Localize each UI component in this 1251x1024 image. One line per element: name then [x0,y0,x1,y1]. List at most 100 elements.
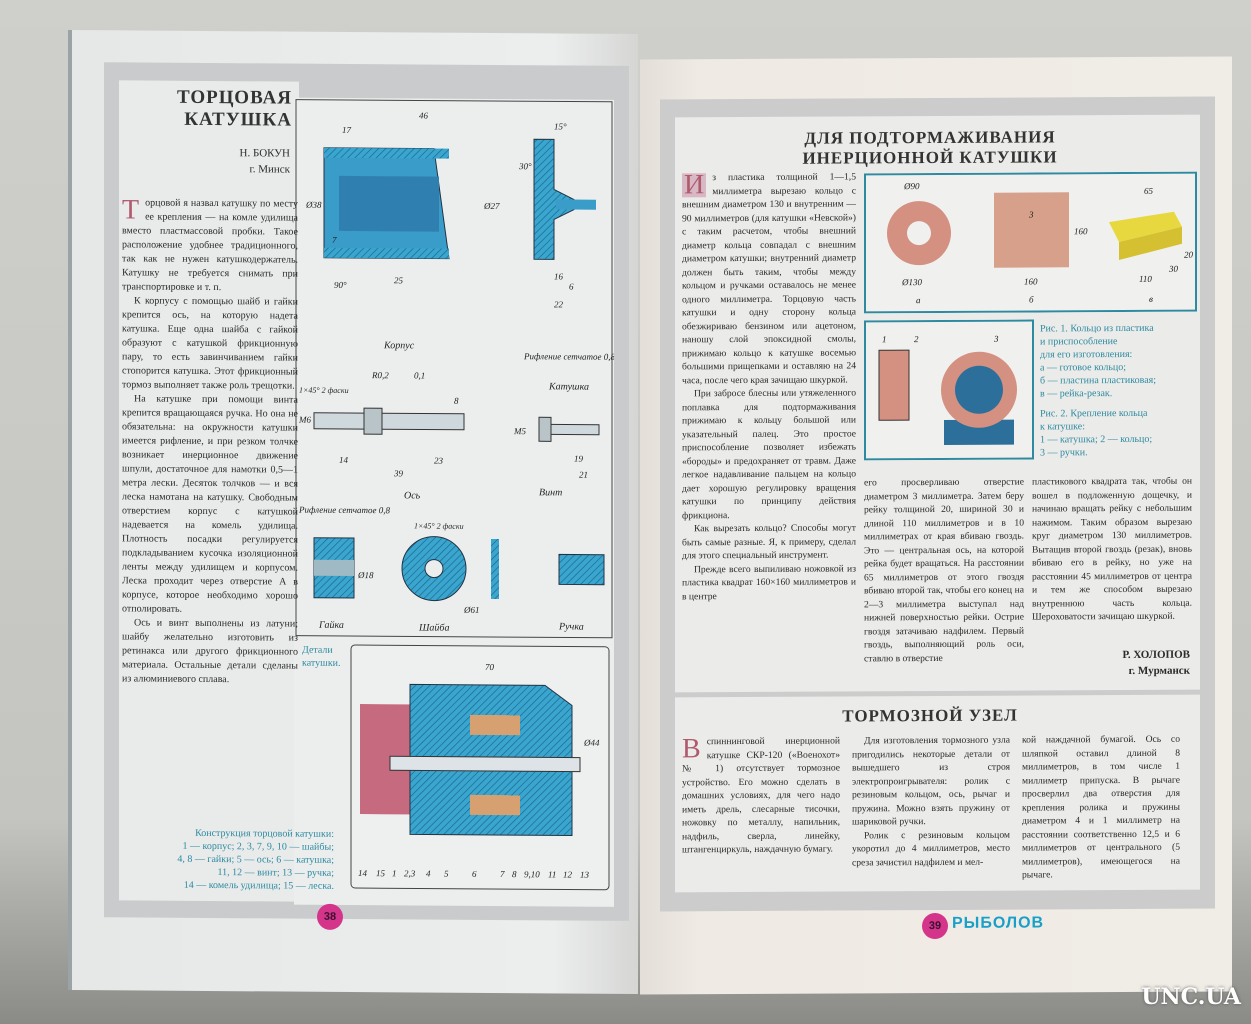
svg-text:M6: M6 [298,415,311,425]
article-body: Т орцовой я назвал катушку по месту ее к… [122,194,298,687]
section2-title: ТОРМОЗНОЙ УЗЕЛ [842,705,1018,726]
ruchka-drawing [558,553,605,586]
svg-text:8: 8 [454,396,459,406]
svg-text:30: 30 [1168,264,1179,274]
svg-text:160: 160 [1074,226,1088,236]
svg-text:16: 16 [554,271,563,281]
svg-text:Ø130: Ø130 [901,277,922,287]
svg-text:3: 3 [1028,209,1034,219]
figure-2: 1 2 3 [864,319,1034,461]
svg-text:4: 4 [426,869,431,879]
magazine-logo: РЫБОЛОВ [952,914,1045,932]
svg-text:25: 25 [394,275,403,285]
right-page: ДЛЯ ПОДТОРМАЖИВАНИЯ ИНЕРЦИОННОЙ КАТУШКИ … [640,56,1232,995]
svg-text:2: 2 [914,334,919,344]
svg-text:8: 8 [512,869,517,879]
author: Р. ХОЛОПОВ [1122,648,1190,662]
page-number: 38 [317,903,343,930]
section2-column-2: Для изготовления тормозного узла пригоди… [852,734,1010,868]
gaika-drawing [313,537,355,599]
label-katushka: Катушка [548,381,589,392]
paragraph: орцовой я назвал катушку по месту ее кре… [122,197,298,294]
cutter-rail [1109,211,1182,243]
svg-text:23: 23 [434,456,443,466]
svg-text:17: 17 [342,125,351,135]
section2-column-3: кой наждачной бумагой. Ось со шляпкой ос… [1022,733,1180,881]
svg-text:6: 6 [569,282,574,292]
svg-text:14: 14 [339,455,348,465]
svg-text:9,10: 9,10 [524,869,540,879]
svg-text:3: 3 [993,334,999,344]
svg-text:2,3: 2,3 [404,868,416,878]
katushka-drawing [533,138,596,260]
svg-text:1: 1 [882,334,887,344]
svg-text:46: 46 [419,110,428,120]
svg-text:21: 21 [579,470,588,480]
svg-text:Ø44: Ø44 [583,738,600,748]
plastic-plate [994,192,1069,268]
paragraph: К корпусу с помощью шайб и гайки крепитс… [122,295,298,392]
paragraph: На катушке при помощи винта крепится вра… [122,393,298,615]
svg-text:22: 22 [554,299,563,309]
svg-text:7: 7 [332,235,337,245]
svg-text:11: 11 [548,869,556,879]
svg-text:Ø38: Ø38 [305,200,322,210]
svg-text:6: 6 [472,869,477,879]
svg-text:5: 5 [444,869,449,879]
svg-text:39: 39 [393,468,403,478]
label-chamfer-2: 1×45° 2 фаски [414,521,464,530]
label-shaiba: Шайба [418,622,449,633]
label-vint: Винт [539,487,562,498]
label-chamfer: 1×45° 2 фаски [299,386,349,395]
svg-text:1: 1 [392,868,396,878]
author: Н. БОКУН [239,147,290,160]
svg-text:15: 15 [376,868,385,878]
watermark: UNC.UA [1141,984,1241,1010]
svg-text:90°: 90° [334,280,347,290]
svg-text:20: 20 [1184,250,1194,260]
article-column-1: И з пластика толщиной 1—1,5 миллиметра в… [682,169,856,602]
paragraph: Ось и винт выполнены из латуни; шайбу же… [122,617,298,686]
svg-text:7: 7 [500,869,505,879]
label-riflenie-2: Рифление сетчатое 0,8 [298,505,391,516]
author-city: г. Минск [249,163,290,176]
drop-cap: И [682,169,707,201]
article-title: ТОРЦОВАЯ КАТУШКА [176,86,292,131]
svg-text:Ø90: Ø90 [903,181,920,191]
article-title: ДЛЯ ПОДТОРМАЖИВАНИЯ ИНЕРЦИОННОЙ КАТУШКИ [802,127,1058,168]
svg-text:Ø27: Ø27 [483,201,500,211]
author-city: г. Мурманск [1128,664,1190,677]
korpus-drawing [323,147,450,260]
vint-drawing [538,416,600,442]
svg-text:13: 13 [580,870,589,880]
svg-text:65: 65 [1144,186,1154,196]
label-os: Ось [404,490,421,501]
drawing-border [295,99,613,639]
technical-drawings: Корпус Катушка Рифление сетчатое 0,8 Риф… [295,99,614,639]
construction-caption: Конструкция торцовой катушки: 1 — корпус… [177,827,334,892]
label-korpus: Корпус [383,340,415,351]
svg-text:15°: 15° [554,121,567,131]
svg-text:R0,2: R0,2 [371,370,389,380]
label-gaika: Гайка [318,620,344,631]
os-drawing [313,407,465,435]
svg-text:12: 12 [563,869,572,879]
svg-text:M5: M5 [513,426,526,436]
details-caption: Детали катушки. [302,644,341,669]
svg-text:70: 70 [485,662,494,672]
svg-text:0,1: 0,1 [414,370,425,380]
left-page: ТОРЦОВАЯ КАТУШКА Н. БОКУН г. Минск Т орц… [68,30,638,994]
svg-text:в: в [1149,294,1153,304]
svg-text:160: 160 [1024,276,1038,286]
svg-text:Ø18: Ø18 [357,570,374,580]
svg-text:Ø61: Ø61 [463,605,479,615]
svg-text:а: а [916,295,921,305]
drop-cap: Т [122,194,140,226]
